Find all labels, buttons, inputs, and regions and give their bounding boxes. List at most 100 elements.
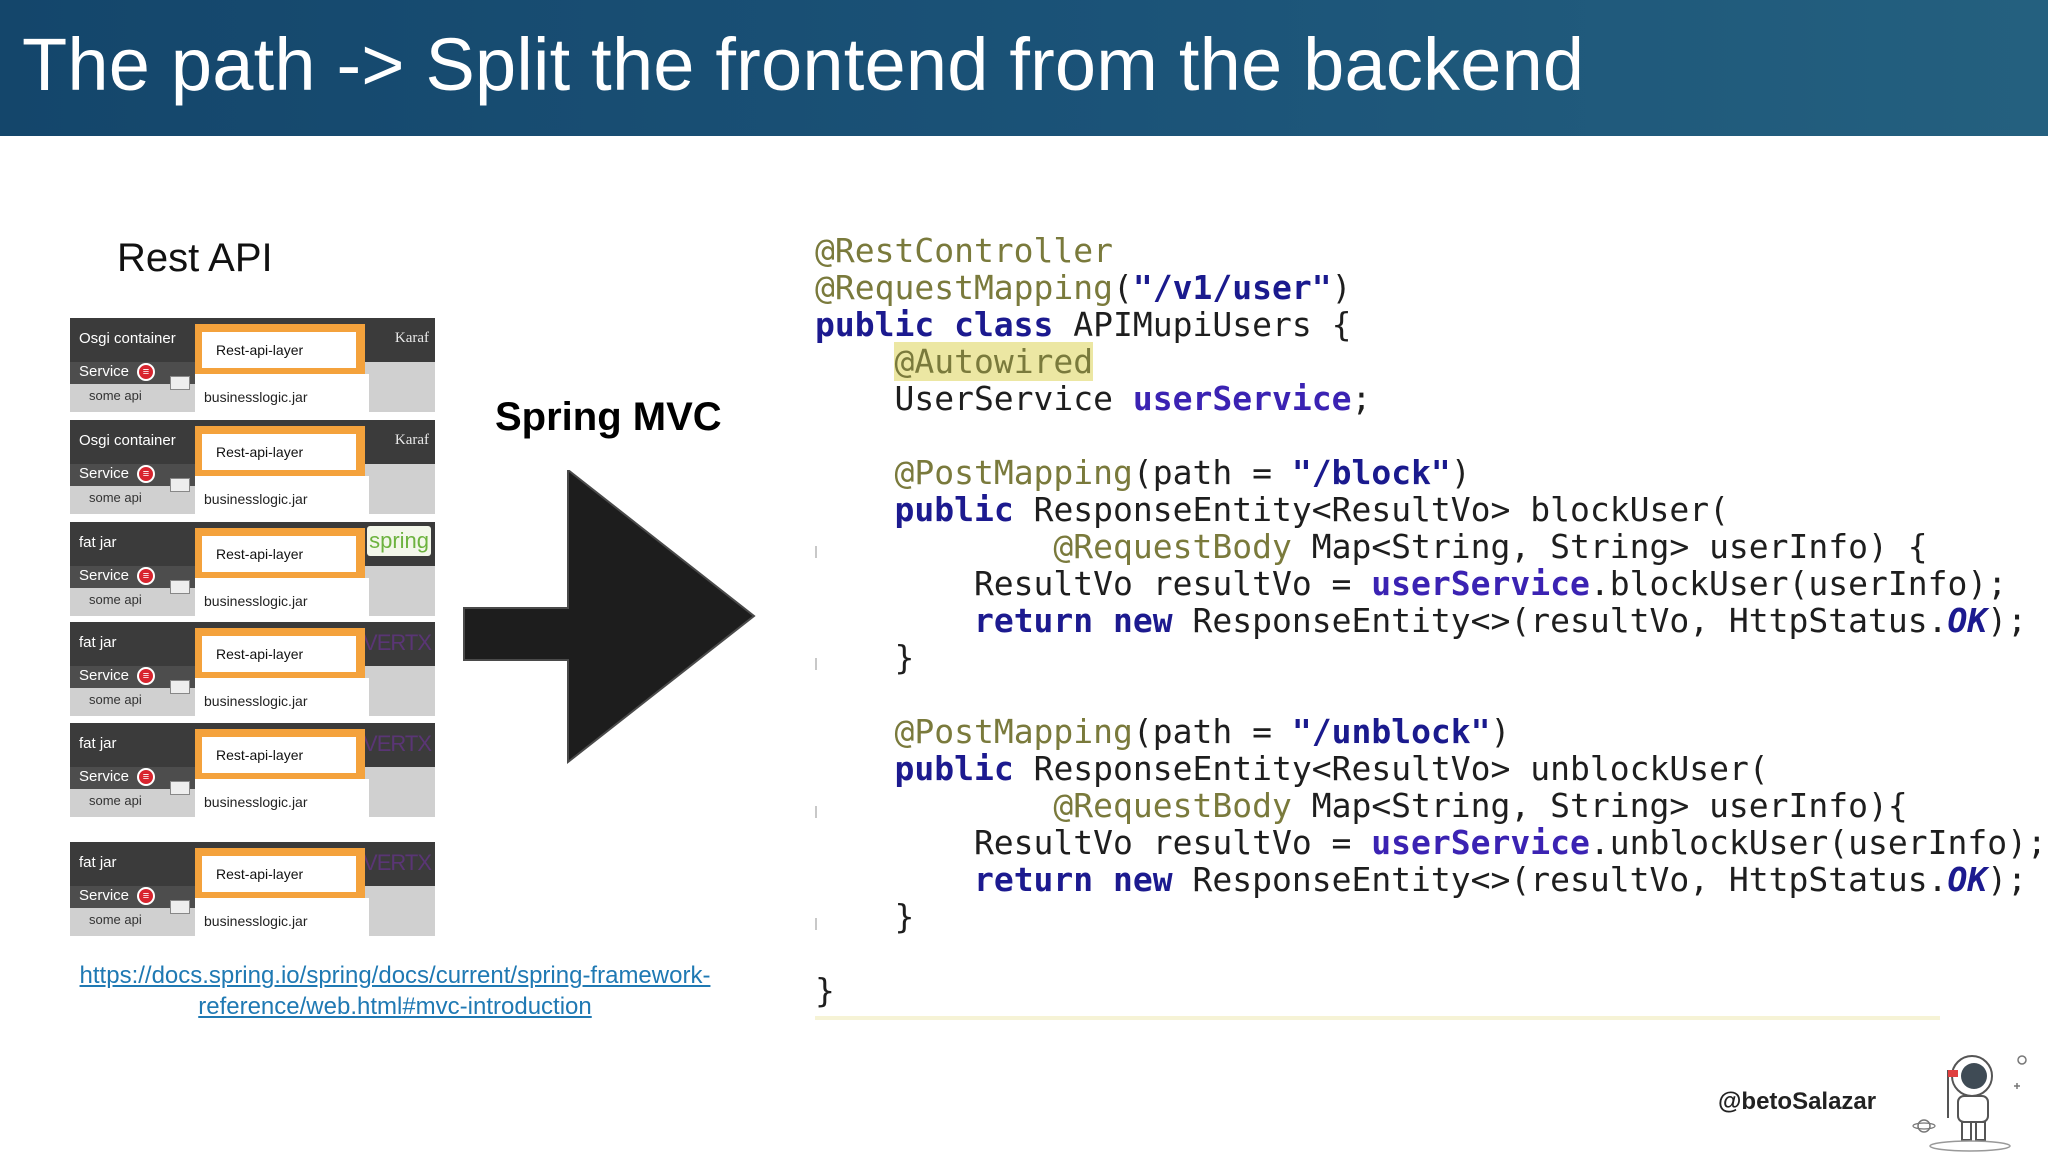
code-token: ResponseEntity<>(resultVo, HttpStatus. xyxy=(1172,860,1948,899)
api-label: some api xyxy=(89,692,142,707)
code-line: UserService userService; xyxy=(815,380,2047,417)
code-token: return new xyxy=(973,860,1173,899)
code-token: ResponseEntity<ResultVo> blockUser( xyxy=(1013,490,1729,529)
code-line: return new ResponseEntity<>(resultVo, Ht… xyxy=(815,861,2047,898)
vertx-logo: VERTX xyxy=(363,731,432,756)
code-token: public xyxy=(894,490,1014,529)
spring-docs-link[interactable]: https://docs.spring.io/spring/docs/curre… xyxy=(79,962,711,1020)
code-token xyxy=(815,490,894,529)
code-line: @RequestBody Map<String, String> userInf… xyxy=(815,528,2047,565)
code-token: "/block" xyxy=(1291,453,1451,492)
slide-header: The path -> Split the frontend from the … xyxy=(0,0,2048,136)
code-token: ) xyxy=(1331,268,1352,307)
code-line: @RequestBody Map<String, String> userInf… xyxy=(815,787,2047,824)
code-token: @PostMapping xyxy=(894,712,1133,751)
vertx-logo: VERTX xyxy=(363,630,432,655)
service-label: Service xyxy=(79,363,130,380)
jar-label: businesslogic.jar xyxy=(204,693,308,709)
rest-api-title: Rest API xyxy=(117,236,273,280)
code-line: public ResponseEntity<ResultVo> blockUse… xyxy=(815,491,2047,528)
code-token: .blockUser(userInfo); xyxy=(1589,564,2008,603)
service-label: Service xyxy=(79,768,130,785)
service-label: Service xyxy=(79,887,130,904)
code-token: } xyxy=(815,638,915,677)
code-end-highlight xyxy=(815,1016,1940,1020)
code-token: "/v1/user" xyxy=(1132,268,1332,307)
jar-box: businesslogic.jar xyxy=(195,779,369,817)
twitter-handle: @betoSalazar xyxy=(1718,1088,1877,1115)
jar-label: businesslogic.jar xyxy=(204,593,308,609)
code-token: ( xyxy=(1113,268,1133,307)
code-token xyxy=(815,527,1053,566)
container-type-label: Osgi container xyxy=(79,432,176,449)
database-icon: ≡ xyxy=(137,667,155,685)
code-line xyxy=(815,935,2047,972)
rest-layer-label: Rest-api-layer xyxy=(216,444,304,460)
container-type-label: fat jar xyxy=(79,634,117,651)
code-line: public class APIMupiUsers { xyxy=(815,306,2047,343)
code-line: } xyxy=(815,639,2047,676)
code-token xyxy=(815,786,1053,825)
service-bar: Service ≡ xyxy=(70,767,195,789)
spring-logo: spring xyxy=(367,526,431,556)
rest-layer-box: Rest-api-layer xyxy=(202,737,356,773)
code-token: APIMupiUsers { xyxy=(1053,305,1352,344)
code-token xyxy=(815,860,974,899)
code-token: (path = xyxy=(1132,712,1292,751)
code-line: ResultVo resultVo = userService.blockUse… xyxy=(815,565,2047,602)
code-snippet: @RestController@RequestMapping("/v1/user… xyxy=(815,232,2047,1022)
code-token: @RequestBody xyxy=(1053,527,1292,566)
code-token: public xyxy=(894,749,1014,788)
code-line: return new ResponseEntity<>(resultVo, Ht… xyxy=(815,602,2047,639)
code-token: @RequestMapping xyxy=(815,268,1114,307)
gutter-mark xyxy=(815,546,817,558)
code-token: @PostMapping xyxy=(894,453,1133,492)
code-block: @RestController@RequestMapping("/v1/user… xyxy=(815,232,2047,1009)
gutter-mark xyxy=(815,658,817,670)
code-token: ); xyxy=(1987,860,2027,899)
rest-layer-box: Rest-api-layer xyxy=(202,434,356,470)
plug-icon xyxy=(170,376,190,390)
database-icon: ≡ xyxy=(137,567,155,585)
rest-layer-box: Rest-api-layer xyxy=(202,536,356,572)
rest-layer-label: Rest-api-layer xyxy=(216,546,304,562)
code-line: @PostMapping(path = "/block") xyxy=(815,454,2047,491)
jar-box: businesslogic.jar xyxy=(195,578,369,616)
code-token: (path = xyxy=(1132,453,1292,492)
plug-icon xyxy=(170,900,190,914)
rest-layer-box: Rest-api-layer xyxy=(202,636,356,672)
code-line: public ResponseEntity<ResultVo> unblockU… xyxy=(815,750,2047,787)
karaf-logo: Karaf xyxy=(394,330,429,346)
code-line xyxy=(815,417,2047,454)
plug-icon xyxy=(170,580,190,594)
vertx-logo: VERTX xyxy=(363,850,432,875)
code-token: userService xyxy=(1132,379,1352,418)
jar-label: businesslogic.jar xyxy=(204,794,308,810)
service-bar: Service≡ xyxy=(70,886,195,908)
code-token: "/unblock" xyxy=(1291,712,1491,751)
code-token: UserService xyxy=(815,379,1133,418)
api-label: some api xyxy=(89,793,142,808)
container-type-label: fat jar xyxy=(79,735,117,752)
jar-box: businesslogic.jar xyxy=(195,678,369,716)
rest-layer-label: Rest-api-layer xyxy=(216,866,304,882)
database-icon: ≡ xyxy=(137,768,155,786)
jar-label: businesslogic.jar xyxy=(204,491,308,507)
service-bar: Service≡ xyxy=(70,566,195,588)
code-line: @RequestMapping("/v1/user") xyxy=(815,269,2047,306)
code-token: OK xyxy=(1947,860,1988,899)
code-token: @RestController xyxy=(815,231,1114,270)
rest-layer-box: Rest-api-layer xyxy=(202,856,356,892)
service-bar: Service≡ xyxy=(70,666,195,688)
rest-layer-label: Rest-api-layer xyxy=(216,747,304,763)
code-token: ) xyxy=(1490,712,1511,751)
code-token: ResultVo resultVo = xyxy=(815,823,1372,862)
code-token: @Autowired xyxy=(894,342,1094,381)
code-line: ResultVo resultVo = userService.unblockU… xyxy=(815,824,2047,861)
service-label: Service xyxy=(79,465,130,482)
code-token: Map<String, String> userInfo){ xyxy=(1291,786,1908,825)
